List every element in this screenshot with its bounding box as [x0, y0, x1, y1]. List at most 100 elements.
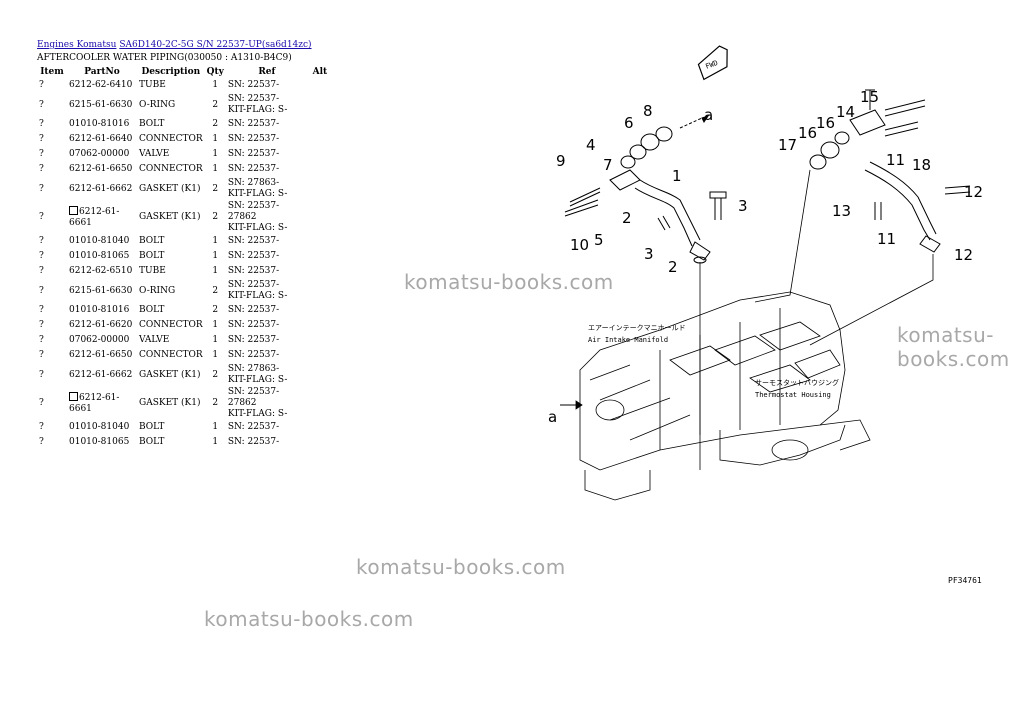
callout-number: 18 [912, 156, 931, 174]
partno-cell-text: 6212-61-6650 [69, 164, 133, 174]
item-cell: ? [37, 387, 67, 420]
item-cell: ? [37, 132, 67, 147]
qty-cell: 2 [205, 387, 226, 420]
partno-cell: 01010-81065 [67, 435, 137, 450]
item-cell: ? [37, 117, 67, 132]
callout-number: 17 [778, 136, 797, 154]
description-cell-text: BOLT [139, 422, 165, 432]
alt-cell [308, 177, 332, 201]
item-cell-text: ? [39, 350, 44, 360]
description-cell: TUBE [137, 78, 205, 93]
ref-cell: SN: 22537- [226, 117, 308, 132]
qty-cell-text: 2 [212, 369, 219, 380]
partno-cell-text: 07062-00000 [69, 149, 130, 159]
ref-cell: SN: 22537- [226, 333, 308, 348]
alt-cell [308, 279, 332, 303]
qty-cell: 1 [205, 435, 226, 450]
fwd-label: FWD [704, 59, 719, 71]
description-cell: GASKET (K1) [137, 201, 205, 234]
item-cell-text: ? [39, 398, 44, 408]
left-pipe-assembly [564, 115, 727, 470]
item-cell-text: ? [39, 305, 44, 315]
label-thermostat-en: Thermostat Housing [755, 391, 831, 399]
alt-cell [308, 318, 332, 333]
ref-cell: SN: 22537-KIT-FLAG: S- [226, 93, 308, 117]
arrow-label-a: a [704, 106, 713, 124]
checkbox-icon [69, 206, 78, 215]
partno-cell: 07062-00000 [67, 333, 137, 348]
partno-cell-text: 6215-61-6630 [69, 285, 133, 296]
ref-cell: SN: 22537- [226, 132, 308, 147]
item-cell-text: ? [39, 134, 44, 144]
partno-cell-text: 6215-61-6630 [69, 99, 133, 110]
description-cell: CONNECTOR [137, 132, 205, 147]
partno-cell-text: 6212-61-6650 [69, 350, 133, 360]
partno-cell: 01010-81040 [67, 420, 137, 435]
item-cell-text: ? [39, 285, 44, 296]
callout-number: 10 [570, 236, 589, 254]
col-header-qty: Qty [206, 67, 224, 77]
ref-serial: SN: 22537- [227, 305, 280, 315]
partno-cell: 6215-61-6630 [67, 279, 137, 303]
page-subtitle: AFTERCOOLER WATER PIPING(030050 : A1310-… [37, 53, 292, 63]
qty-cell-text: 1 [212, 320, 219, 330]
col-header-item: Item [40, 67, 64, 77]
col-header-description: Description [141, 67, 201, 77]
partno-cell-text: 6212-61-6662 [69, 369, 133, 380]
parts-table-header: Item PartNo Description Qty Ref Alt [37, 66, 332, 78]
ref-cell: SN: 27863-KIT-FLAG: S- [226, 177, 308, 201]
breadcrumb: Engines Komatsu SA6D140-2C-5G S/N 22537-… [37, 40, 312, 50]
item-cell: ? [37, 147, 67, 162]
alt-cell [308, 201, 332, 234]
watermark: komatsu-books.com [404, 270, 614, 294]
ref-serial: SN: 22537-27862 [227, 387, 280, 408]
description-cell: BOLT [137, 117, 205, 132]
qty-cell: 2 [205, 279, 226, 303]
callout-number: 16 [816, 114, 835, 132]
qty-cell: 1 [205, 333, 226, 348]
alt-cell [308, 363, 332, 387]
alt-cell [308, 387, 332, 420]
callout-number: 12 [954, 246, 973, 264]
breadcrumb-link-engines[interactable]: Engines Komatsu [37, 40, 117, 50]
qty-cell-text: 2 [212, 119, 219, 129]
callout-number: 15 [860, 88, 879, 106]
item-cell-text: ? [39, 212, 44, 222]
item-cell: ? [37, 303, 67, 318]
watermark: komatsu-books.com [356, 555, 566, 579]
ref-serial: SN: 27863- [227, 178, 280, 188]
partno-cell-text: 6212-61-6661 [69, 393, 120, 414]
partno-cell: 01010-81040 [67, 234, 137, 249]
description-cell: BOLT [137, 435, 205, 450]
ref-cell: SN: 22537-KIT-FLAG: S- [226, 279, 308, 303]
item-cell-text: ? [39, 335, 44, 345]
partno-cell-text: 6212-61-6662 [69, 183, 133, 194]
ref-serial: SN: 22537- [227, 251, 280, 261]
alt-cell [308, 420, 332, 435]
ref-serial: SN: 22537- [227, 335, 280, 345]
label-thermostat-jp: サーモスタットハウジング [755, 378, 839, 387]
partno-cell-text: 01010-81040 [69, 422, 130, 432]
alt-cell [308, 234, 332, 249]
qty-cell-text: 1 [212, 80, 219, 90]
ref-kit-flag: KIT-FLAG: S- [227, 375, 288, 385]
qty-cell: 1 [205, 318, 226, 333]
qty-cell-text: 2 [212, 285, 219, 296]
qty-cell-text: 2 [212, 99, 219, 110]
partno-cell: 6212-61-6650 [67, 348, 137, 363]
ref-cell: SN: 22537- [226, 264, 308, 279]
breadcrumb-link-model[interactable]: SA6D140-2C-5G S/N 22537-UP(sa6d14zc) [119, 40, 312, 50]
qty-cell-text: 1 [212, 251, 219, 261]
ref-serial: SN: 22537- [227, 236, 280, 246]
ref-serial: SN: 27863- [227, 364, 280, 374]
description-cell-text: BOLT [139, 119, 165, 129]
partno-cell-text: 01010-81065 [69, 437, 130, 447]
qty-cell: 1 [205, 147, 226, 162]
